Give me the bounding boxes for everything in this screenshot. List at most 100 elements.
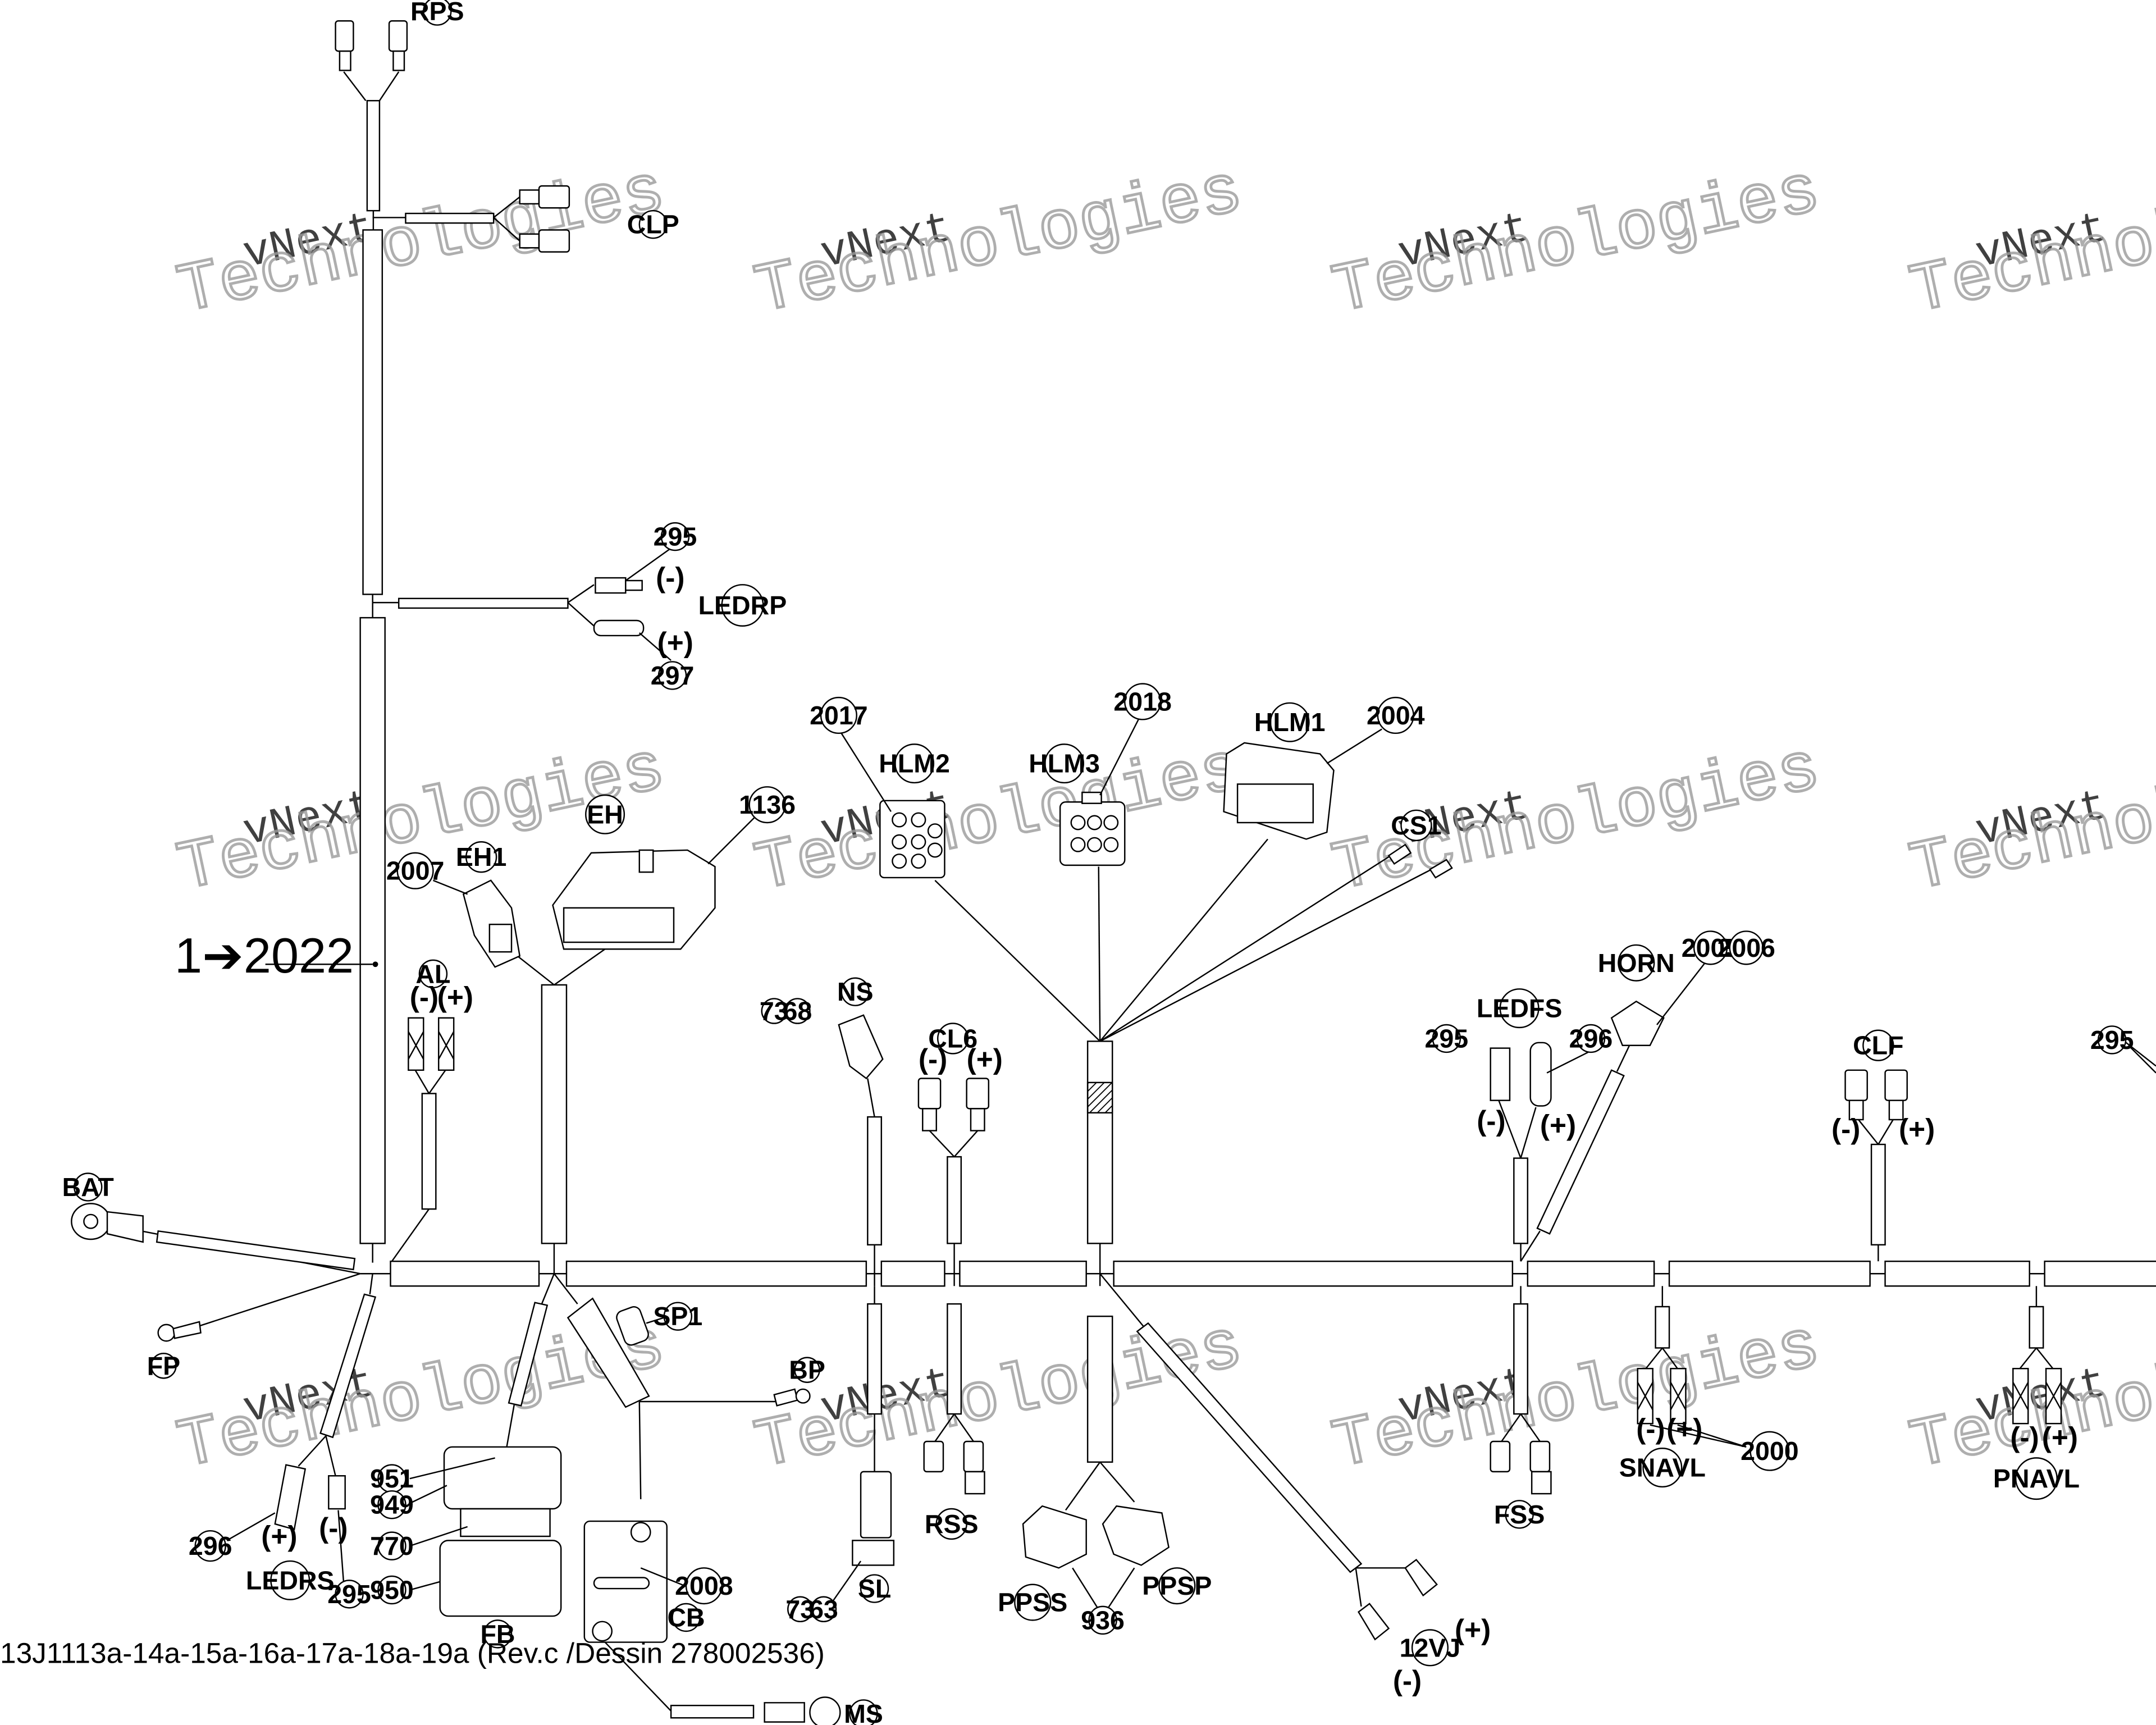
svg-text:2006: 2006: [1717, 933, 1775, 962]
svg-text:295: 295: [1425, 1024, 1469, 1053]
rps-connector: [335, 20, 408, 71]
tag-73-sl: 73: [785, 1595, 815, 1624]
tag-ppss: PPSS: [998, 1583, 1067, 1621]
fss-connector: [1490, 1440, 1552, 1495]
tag-clp: CLP: [627, 210, 679, 239]
svg-text:(-): (-): [2010, 1421, 2039, 1453]
al-connector: [408, 1017, 455, 1071]
tag-2007: 2007: [386, 852, 444, 889]
svg-text:Technologies: Technologies: [1903, 152, 2156, 331]
polarity-marks: (-) (+) (-) (+) (-) (+) (-) (+) (-) (+) …: [261, 561, 2078, 1696]
svg-text:295: 295: [327, 1580, 371, 1609]
svg-text:295: 295: [654, 522, 697, 551]
tag-297: 297: [651, 661, 695, 690]
svg-text:BAT: BAT: [62, 1172, 114, 1202]
harness-ref-label: 1➔2022: [175, 928, 354, 983]
svg-text:(+): (+): [437, 980, 473, 1013]
hlm3-connector: [1059, 791, 1126, 866]
snavl-connector: [1637, 1368, 1687, 1425]
svg-text:MS: MS: [844, 1699, 883, 1725]
tag-2004: 2004: [1367, 696, 1425, 734]
svg-text:LEDFS: LEDFS: [1477, 994, 1562, 1023]
clp-connector: [519, 185, 570, 253]
svg-text:297: 297: [651, 661, 695, 690]
12vj-connector: [1357, 1558, 1438, 1641]
eh1-connector: [462, 879, 521, 968]
tag-eh: EH: [585, 794, 625, 834]
svg-text:2000: 2000: [1741, 1436, 1798, 1466]
svg-text:770: 770: [370, 1531, 414, 1560]
tag-cl6: CL6: [928, 1023, 977, 1055]
tag-pnavl: PNAVL: [1993, 1457, 2080, 1500]
tag-2000: 2000: [1741, 1431, 1799, 1471]
tag-hlm1: HLM1: [1254, 702, 1325, 742]
tag-rss: RSS: [925, 1508, 979, 1540]
svg-text:(-): (-): [1636, 1412, 1665, 1445]
branches: [71, 838, 2156, 1607]
tag-2018: 2018: [1113, 683, 1172, 720]
tag-clf: CLF: [1853, 1029, 1904, 1061]
tag-296-ledfs: 296: [1569, 1024, 1613, 1053]
fb-fusebox: [439, 1446, 562, 1617]
watermark: vNext Technologies: [747, 151, 1250, 333]
svg-text:(+): (+): [1666, 1412, 1702, 1445]
ledfs-connector: [1490, 1042, 1552, 1107]
tag-951: 951: [370, 1464, 414, 1493]
hlm2-connector: [879, 800, 945, 879]
svg-text:(+): (+): [1540, 1108, 1576, 1141]
tag-296-ledrs: 296: [189, 1530, 232, 1562]
tag-68: 68: [783, 996, 812, 1025]
svg-text:Technologies: Technologies: [748, 1307, 1249, 1486]
svg-text:LEDRP: LEDRP: [698, 591, 787, 620]
svg-text:296: 296: [1569, 1024, 1613, 1053]
svg-text:EH1: EH1: [456, 842, 506, 871]
svg-text:SP1: SP1: [653, 1302, 702, 1331]
svg-text:(-): (-): [319, 1511, 348, 1544]
connectors: [274, 20, 2062, 1725]
tag-hlm2: HLM2: [879, 743, 950, 784]
tag-sl: SL: [858, 1574, 891, 1603]
tag-ppsp: PPSP: [1142, 1567, 1212, 1605]
svg-text:(-): (-): [1477, 1105, 1505, 1137]
svg-text:(+): (+): [261, 1519, 297, 1552]
tag-ledrs: LEDRS: [246, 1560, 335, 1600]
watermark: vNext Technologies: [1324, 151, 1828, 333]
svg-text:HORN: HORN: [1598, 948, 1675, 978]
main-trunk: [343, 71, 595, 1263]
tag-ms: MS: [844, 1699, 883, 1725]
svg-text:(+): (+): [967, 1042, 1003, 1075]
svg-text:2008: 2008: [675, 1571, 733, 1600]
tag-2017: 2017: [810, 696, 868, 734]
svg-text:FB: FB: [481, 1619, 515, 1649]
tag-al: AL: [415, 959, 450, 988]
svg-text:Technologies: Technologies: [1903, 730, 2156, 909]
svg-text:RPS: RPS: [410, 0, 464, 26]
ledrs-connector: [274, 1464, 346, 1531]
svg-text:63: 63: [809, 1595, 838, 1624]
svg-text:CB: CB: [667, 1603, 705, 1632]
tag-2006: 2006: [1717, 930, 1775, 965]
tag-bat: BAT: [62, 1172, 114, 1202]
svg-text:1136: 1136: [739, 790, 796, 819]
svg-text:AL: AL: [415, 959, 450, 988]
svg-text:SL: SL: [858, 1574, 891, 1603]
svg-text:951: 951: [370, 1464, 414, 1493]
fp-terminal: [157, 1321, 202, 1342]
tag-949: 949: [370, 1490, 414, 1519]
watermark: vNext Technologies: [1902, 728, 2156, 910]
watermark: vNext Technologies: [1902, 151, 2156, 333]
svg-text:SNAVL: SNAVL: [1619, 1453, 1706, 1482]
svg-text:(+): (+): [1899, 1112, 1935, 1145]
tag-770: 770: [370, 1531, 414, 1560]
svg-text:12VJ: 12VJ: [1400, 1633, 1461, 1662]
tag-295-ledfs: 295: [1425, 1024, 1469, 1053]
tag-ledrp: LEDRP: [698, 584, 787, 627]
tag-295-ledrs: 295: [327, 1580, 371, 1609]
hlm1-connector: [1223, 742, 1335, 840]
clf-connector: [1844, 1069, 1908, 1121]
svg-text:950: 950: [370, 1576, 414, 1605]
svg-text:FP: FP: [147, 1351, 180, 1380]
svg-text:PPSS: PPSS: [998, 1588, 1067, 1617]
ns-connector: [838, 1014, 884, 1080]
